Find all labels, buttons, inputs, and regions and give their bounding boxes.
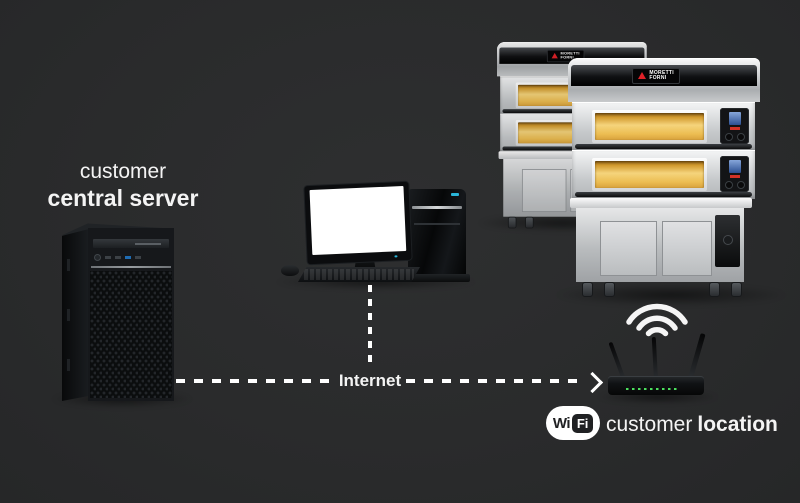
monitor-power-led xyxy=(394,255,398,258)
cabinet-side-panel xyxy=(715,215,740,267)
caster-wheel xyxy=(709,282,720,297)
router-body xyxy=(608,376,704,395)
brand-text: MORETTI FORNI xyxy=(649,69,674,81)
oven-base-cabinet xyxy=(576,208,744,282)
oven-door-handle xyxy=(502,146,641,151)
oven-deck xyxy=(572,150,755,199)
oven-counter-top xyxy=(498,151,641,159)
server-vent xyxy=(67,359,70,371)
server-side-face xyxy=(62,229,89,401)
temp-display xyxy=(729,127,740,130)
control-knobs xyxy=(720,133,749,141)
oven-control-panel xyxy=(720,108,749,144)
computer-tower xyxy=(408,189,466,277)
port-icon xyxy=(115,256,121,259)
router-antenna xyxy=(608,341,626,381)
oven-control-panel xyxy=(720,156,749,192)
knob-icon xyxy=(724,133,733,141)
tower-dvd-slot xyxy=(412,206,462,209)
oven-window-frame xyxy=(592,158,707,191)
arrow-head-icon xyxy=(581,371,604,394)
caster-wheel xyxy=(525,216,534,229)
power-button-icon xyxy=(94,254,101,261)
cabinet-door xyxy=(599,221,657,276)
gas-dial-icon xyxy=(723,235,733,245)
wifi-router-icon xyxy=(606,333,710,398)
pizza-oven-front: MORETTI FORNI xyxy=(568,58,760,297)
oven-window-frame xyxy=(592,110,707,143)
server-vent xyxy=(67,309,70,321)
oven-brand-band: MORETTI FORNI xyxy=(571,65,757,86)
brand-line2: FORNI xyxy=(560,54,574,60)
port-icon xyxy=(135,256,141,259)
server-front-face xyxy=(88,228,174,401)
server-trim xyxy=(91,266,171,268)
oven-hood: MORETTI FORNI xyxy=(568,58,760,102)
wifi-logo: Wi Fi xyxy=(546,406,600,440)
wifi-logo-wi: Wi xyxy=(552,414,571,432)
control-display xyxy=(728,160,741,173)
monitor xyxy=(304,181,412,265)
caster-wheel xyxy=(507,216,517,229)
temp-display xyxy=(729,175,740,178)
brand-line1: MORETTI xyxy=(649,69,674,76)
knob-icon xyxy=(736,133,745,141)
caster-wheel xyxy=(604,282,615,297)
keyboard xyxy=(298,267,420,282)
knob-icon xyxy=(724,181,733,189)
brand-line2: FORNI xyxy=(649,74,667,81)
usb-port-icon xyxy=(125,256,131,259)
caster-wheel xyxy=(731,282,742,297)
router-led-strip xyxy=(626,387,678,390)
location-label-regular: customer xyxy=(606,413,693,436)
monitor-screen xyxy=(309,185,407,256)
oven-door-handle xyxy=(575,192,752,197)
internet-label: Internet xyxy=(338,371,402,390)
server-label-line1: customer xyxy=(79,160,167,183)
oven-deck xyxy=(572,102,755,151)
server-label-line2: central server xyxy=(47,185,199,211)
tower-trim xyxy=(414,223,460,225)
brand-triangle-icon xyxy=(638,72,647,79)
server-label: customer central server xyxy=(28,159,218,211)
server-drive-slot xyxy=(135,243,161,245)
oven-brand-badge: MORETTI FORNI xyxy=(632,67,680,84)
oven-window-glow xyxy=(595,161,704,188)
brand-text: MORETTI FORNI xyxy=(560,50,580,60)
computer-tower-base xyxy=(404,274,470,282)
oven-counter-top xyxy=(570,198,752,208)
server-optical-drive xyxy=(93,239,169,248)
control-display xyxy=(728,112,741,125)
oven-door-handle xyxy=(575,144,752,149)
cabinet-door xyxy=(661,221,713,276)
caster-wheel xyxy=(582,282,593,297)
dashed-line-server-to-internet xyxy=(176,379,334,383)
server-ports xyxy=(94,254,168,261)
server-mesh-grille xyxy=(90,271,172,398)
dashed-line-computer-to-internet xyxy=(368,285,372,367)
location-label-bold: location xyxy=(697,413,778,436)
cabinet-door xyxy=(521,169,567,213)
oven-window-glow xyxy=(595,113,704,140)
keyboard-keys xyxy=(304,269,414,280)
wifi-logo-fi: Fi xyxy=(572,413,594,433)
oven-door-handle xyxy=(502,109,641,113)
tower-logo-light xyxy=(451,193,459,196)
brand-line1: MORETTI xyxy=(560,50,580,56)
knob-icon xyxy=(736,181,745,189)
router-antenna xyxy=(688,333,706,379)
mouse xyxy=(281,265,299,276)
router-antenna xyxy=(651,336,658,381)
server-vent xyxy=(67,259,70,271)
brand-triangle-icon xyxy=(551,52,559,59)
port-icon xyxy=(105,256,111,259)
control-knobs xyxy=(720,181,749,189)
dashed-line-internet-to-router xyxy=(406,379,584,383)
wifi-signal-icon xyxy=(626,303,688,337)
